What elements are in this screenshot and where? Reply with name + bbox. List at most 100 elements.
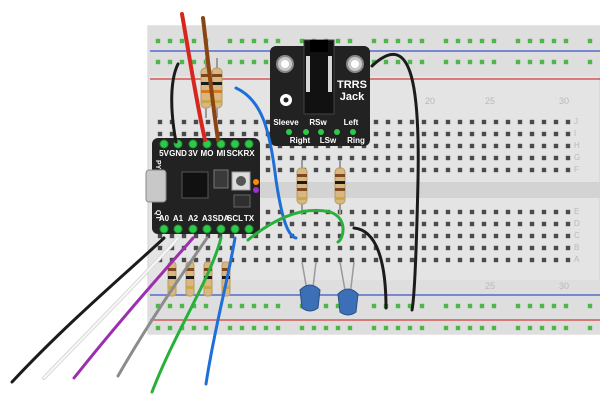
terminal-hole-227 (421, 233, 427, 239)
bottom-rail-a-hole-30 (587, 303, 593, 309)
bottom-rail-b-hole-1 (167, 325, 173, 331)
terminal-hole-231 (433, 131, 439, 137)
terminal-hole-211 (409, 131, 415, 137)
top-rail-a-hole-28 (551, 38, 557, 44)
bottom-rail-a-hole-29 (563, 303, 569, 309)
terminal-hole-297 (505, 233, 511, 239)
terminal-hole-61 (229, 131, 235, 137)
terminal-hole-206 (397, 221, 403, 227)
terminal-hole-299 (505, 257, 511, 263)
terminal-hole-187 (373, 233, 379, 239)
qt-bottom-pin-pad-3 (202, 224, 212, 234)
top-rail-a-hole-17 (395, 38, 401, 44)
terminal-hole-238 (433, 245, 439, 251)
bottom-rail-b-hole-9 (275, 325, 281, 331)
bottom-rail-b-hole-23 (479, 325, 485, 331)
qt-top-pin-pad-4 (216, 139, 226, 149)
bottom-rail-b-hole-13 (335, 325, 341, 331)
terminal-hole-276 (481, 221, 487, 227)
terminal-hole-213 (409, 155, 415, 161)
bottom-rail-a-hole-7 (251, 303, 257, 309)
bottom-rail-a-hole-28 (551, 303, 557, 309)
terminal-hole-225 (421, 209, 427, 215)
terminal-hole-219 (409, 257, 415, 263)
terminal-hole-181 (373, 131, 379, 137)
capacitor-2 (337, 288, 359, 316)
terminal-hole-168 (349, 245, 355, 251)
terminal-hole-216 (409, 221, 415, 227)
top-rail-a-hole-19 (419, 38, 425, 44)
bottom-rail-a-hole-20 (443, 303, 449, 309)
terminal-hole-214 (409, 167, 415, 173)
terminal-hole-279 (481, 257, 487, 263)
terminal-hole-157 (337, 233, 343, 239)
top-rail-a-hole-0 (155, 38, 161, 44)
terminal-hole-177 (361, 233, 367, 239)
bottom-rail-a-hole-1 (167, 303, 173, 309)
bottom-rail-b-hole-25 (515, 325, 521, 331)
terminal-hole-301 (517, 131, 523, 137)
terminal-hole-346 (565, 221, 571, 227)
terminal-hole-269 (469, 257, 475, 263)
terminal-hole-310 (529, 119, 535, 125)
stemma-connector (233, 194, 251, 208)
terminal-hole-291 (505, 131, 511, 137)
top-rail-a-hole-8 (263, 38, 269, 44)
bottom-rail-a-hole-19 (419, 303, 425, 309)
terminal-hole-79 (241, 257, 247, 263)
terminal-hole-176 (361, 221, 367, 227)
terminal-hole-311 (529, 131, 535, 137)
terminal-hole-144 (325, 167, 331, 173)
terminal-hole-166 (349, 221, 355, 227)
terminal-hole-98 (265, 245, 271, 251)
led-orange (253, 179, 259, 185)
bottom-rail-a-hole-27 (539, 303, 545, 309)
terminal-hole-80 (253, 119, 259, 125)
bottom-rail-b-hole-27 (539, 325, 545, 331)
terminal-hole-135 (313, 209, 319, 215)
terminal-hole-337 (553, 233, 559, 239)
top-rail-b-hole-8 (263, 59, 269, 65)
reset-button-cap (236, 176, 246, 186)
qt-bottom-pin-pad-1 (173, 224, 183, 234)
bottom-rail-a-hole-2 (179, 303, 185, 309)
bottom-rail-b-hole-3 (191, 325, 197, 331)
terminal-hole-286 (493, 221, 499, 227)
terminal-hole-0 (157, 119, 163, 125)
column-number-25: 25 (485, 96, 495, 106)
bottom-rail-b-hole-15 (371, 325, 377, 331)
terminal-hole-175 (361, 209, 367, 215)
terminal-hole-21 (181, 131, 187, 137)
terminal-hole-298 (505, 245, 511, 251)
pin-label-3v: 3V (188, 149, 198, 158)
terminal-hole-189 (373, 257, 379, 263)
terminal-hole-105 (277, 209, 283, 215)
top-rail-b-hole-16 (383, 59, 389, 65)
terminal-hole-180 (373, 119, 379, 125)
terminal-hole-326 (541, 221, 547, 227)
trrs-pin-ring: Ring (347, 136, 365, 145)
terminal-hole-193 (385, 155, 391, 161)
terminal-hole-300 (517, 119, 523, 125)
terminal-hole-212 (409, 143, 415, 149)
terminal-hole-59 (217, 257, 223, 263)
terminal-hole-333 (553, 155, 559, 161)
column-number-30: 30 (559, 96, 569, 106)
terminal-hole-77 (241, 233, 247, 239)
wire-green-right (246, 208, 345, 244)
terminal-hole-249 (445, 257, 451, 263)
trrs-title-line2: Jack (340, 91, 365, 103)
top-rail-b-hole-24 (491, 59, 497, 65)
bottom-rail-b-hole-10 (299, 325, 305, 331)
terminal-hole-215 (409, 209, 415, 215)
terminal-hole-196 (385, 221, 391, 227)
terminal-hole-288 (493, 245, 499, 251)
top-rail-b-hole-23 (479, 59, 485, 65)
terminal-hole-278 (481, 245, 487, 251)
terminal-hole-267 (469, 233, 475, 239)
terminal-hole-107 (277, 233, 283, 239)
terminal-hole-345 (565, 209, 571, 215)
terminal-hole-255 (457, 209, 463, 215)
bottom-rail-a-hole-25 (515, 303, 521, 309)
terminal-hole-258 (457, 245, 463, 251)
